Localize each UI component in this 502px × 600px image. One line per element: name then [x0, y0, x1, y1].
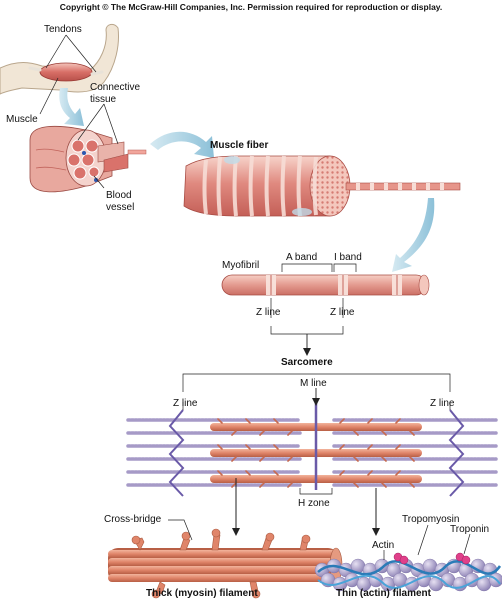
label-actin: Actin [372, 540, 395, 551]
sarcomere-bracket-upper [270, 326, 344, 335]
label-h-zone: H zone [298, 498, 330, 509]
thick-filament-illustration [108, 528, 343, 599]
tendon-ends [28, 66, 104, 76]
z-line-left-shape [168, 409, 185, 497]
label-blood-vessel-1: Blood [106, 190, 132, 201]
a-band-bracket [281, 263, 333, 272]
z-line-right-shape [448, 409, 465, 497]
tropomyosin-strand [317, 560, 502, 576]
label-z-line-left: Z line [173, 398, 198, 409]
label-connective-tissue-1: Connective [90, 82, 141, 93]
label-troponin: Troponin [450, 524, 490, 535]
label-tendons: Tendons [44, 24, 82, 35]
label-muscle: Muscle [6, 114, 38, 125]
thin-filament-illustration [314, 552, 502, 592]
label-myofibril: Myofibril [222, 260, 260, 271]
muscle-leader [39, 77, 59, 115]
label-z-line-upper-left: Z line [256, 307, 281, 318]
troponin-complexes [393, 552, 471, 565]
zoom-arrow-1 [59, 88, 84, 126]
connective-tissue-leader [77, 103, 119, 145]
label-z-line-right: Z line [430, 398, 455, 409]
troponin-leader [463, 533, 471, 555]
arm-illustration [0, 23, 119, 95]
myofibril-illustration [221, 274, 430, 296]
zoom-arrow-2 [150, 131, 214, 158]
copyright-notice: Copyright © The McGraw-Hill Companies, I… [59, 2, 443, 12]
tropomyosin-leader [417, 524, 429, 556]
label-i-band: I band [334, 252, 362, 263]
sarcomere-illustration [126, 400, 498, 497]
label-muscle-fiber: Muscle fiber [210, 140, 269, 151]
thin-filaments [126, 418, 498, 487]
muscle-fiber-illustration [183, 155, 461, 217]
label-sarcomere: Sarcomere [281, 357, 333, 368]
label-a-band: A band [286, 252, 318, 263]
zoom-arrow-3 [392, 198, 435, 272]
i-band-bracket [333, 263, 357, 272]
blood-vessel-leader [93, 175, 105, 189]
muscle-belly [39, 62, 93, 82]
h-zone-bracket [299, 488, 333, 495]
caption-thick-filament: Thick (myosin) filament [146, 588, 258, 599]
caption-thin-filament: Thin (actin) filament [336, 588, 431, 599]
label-m-line: M line [300, 378, 327, 389]
sarcomere-bracket [182, 373, 451, 392]
tendons-leader [45, 34, 97, 73]
label-tropomyosin: Tropomyosin [402, 514, 460, 525]
label-connective-tissue-2: tissue [90, 94, 117, 105]
muscle-cross-section [29, 125, 147, 193]
blood-vessel-dot [82, 151, 86, 155]
label-blood-vessel-2: vessel [106, 202, 135, 213]
cross-bridge-leader [168, 519, 193, 541]
label-z-line-upper-right: Z line [330, 307, 355, 318]
label-cross-bridge: Cross-bridge [104, 514, 162, 525]
